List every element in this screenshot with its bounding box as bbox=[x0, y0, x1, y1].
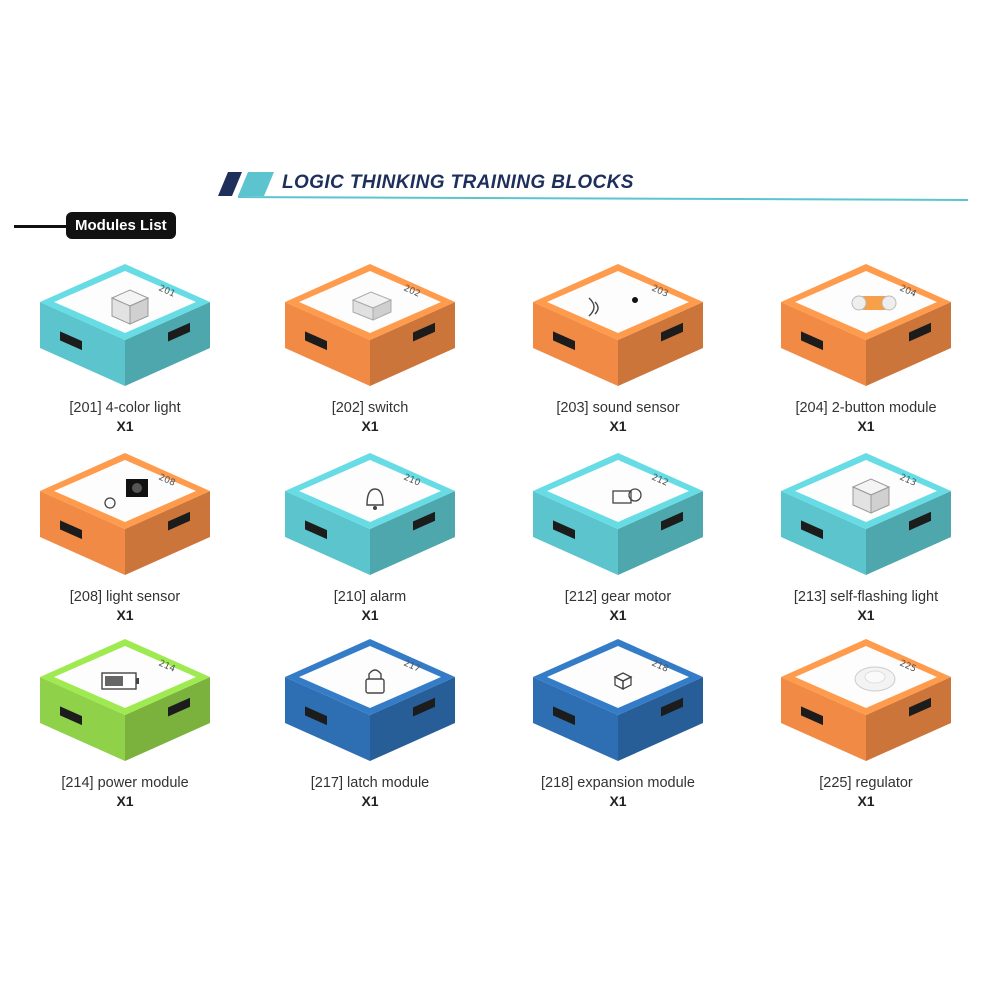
module-quantity: X1 bbox=[361, 607, 379, 623]
module-block-212: 212 bbox=[533, 453, 703, 575]
module-quantity: X1 bbox=[857, 418, 875, 434]
module-quantity: X1 bbox=[609, 607, 627, 623]
header: LOGIC THINKING TRAINING BLOCKS Modules L… bbox=[0, 0, 1000, 240]
module-name: [208] light sensor bbox=[69, 589, 181, 605]
module-block-213: 213 bbox=[781, 453, 951, 575]
dial-knob-icon bbox=[854, 666, 896, 692]
module-name: [218] expansion module bbox=[541, 775, 695, 791]
module-quantity: X1 bbox=[116, 607, 134, 623]
module-block-203: 203 bbox=[533, 264, 703, 386]
switch-button-icon bbox=[351, 291, 393, 321]
module-quantity: X1 bbox=[361, 418, 379, 434]
module-block-214: 214 bbox=[40, 639, 210, 761]
badge-rule bbox=[14, 225, 68, 228]
module-name: [212] gear motor bbox=[564, 589, 672, 605]
module-quantity: X1 bbox=[609, 418, 627, 434]
module-name: [203] sound sensor bbox=[556, 400, 680, 416]
module-block-217: 217 bbox=[285, 639, 455, 761]
two-button-icon bbox=[851, 295, 897, 311]
module-quantity: X1 bbox=[116, 418, 134, 434]
module-name: [213] self-flashing light bbox=[793, 589, 939, 605]
module-quantity: X1 bbox=[857, 793, 875, 809]
module-name: [202] switch bbox=[331, 400, 409, 416]
expansion-cube-icon bbox=[613, 672, 633, 691]
page-title: LOGIC THINKING TRAINING BLOCKS bbox=[282, 172, 634, 193]
module-name: [225] regulator bbox=[819, 775, 913, 791]
module-block-208: 208 bbox=[40, 453, 210, 575]
battery-icon bbox=[101, 672, 139, 690]
module-quantity: X1 bbox=[609, 793, 627, 809]
module-quantity: X1 bbox=[116, 793, 134, 809]
module-block-201: 201 bbox=[40, 264, 210, 386]
module-block-210: 210 bbox=[285, 453, 455, 575]
cube-light-icon bbox=[851, 478, 891, 514]
module-block-202: 202 bbox=[285, 264, 455, 386]
modules-list-badge: Modules List bbox=[66, 212, 176, 239]
header-decoration bbox=[218, 172, 969, 201]
module-quantity: X1 bbox=[857, 607, 875, 623]
gear-motor-icon bbox=[612, 488, 642, 504]
module-name: [204] 2-button module bbox=[795, 400, 937, 416]
alarm-bell-icon bbox=[366, 488, 384, 510]
module-quantity: X1 bbox=[361, 793, 379, 809]
sun-sensor-icon bbox=[104, 479, 148, 509]
module-name: [210] alarm bbox=[333, 589, 407, 605]
sound-wave-icon bbox=[588, 297, 638, 317]
module-block-218: 218 bbox=[533, 639, 703, 761]
padlock-icon bbox=[365, 669, 385, 694]
module-block-225: 225 bbox=[781, 639, 951, 761]
module-name: [214] power module bbox=[61, 775, 189, 791]
module-name: [201] 4-color light bbox=[69, 400, 181, 416]
cube-light-icon bbox=[110, 289, 150, 325]
module-block-204: 204 bbox=[781, 264, 951, 386]
module-name: [217] latch module bbox=[310, 775, 430, 791]
